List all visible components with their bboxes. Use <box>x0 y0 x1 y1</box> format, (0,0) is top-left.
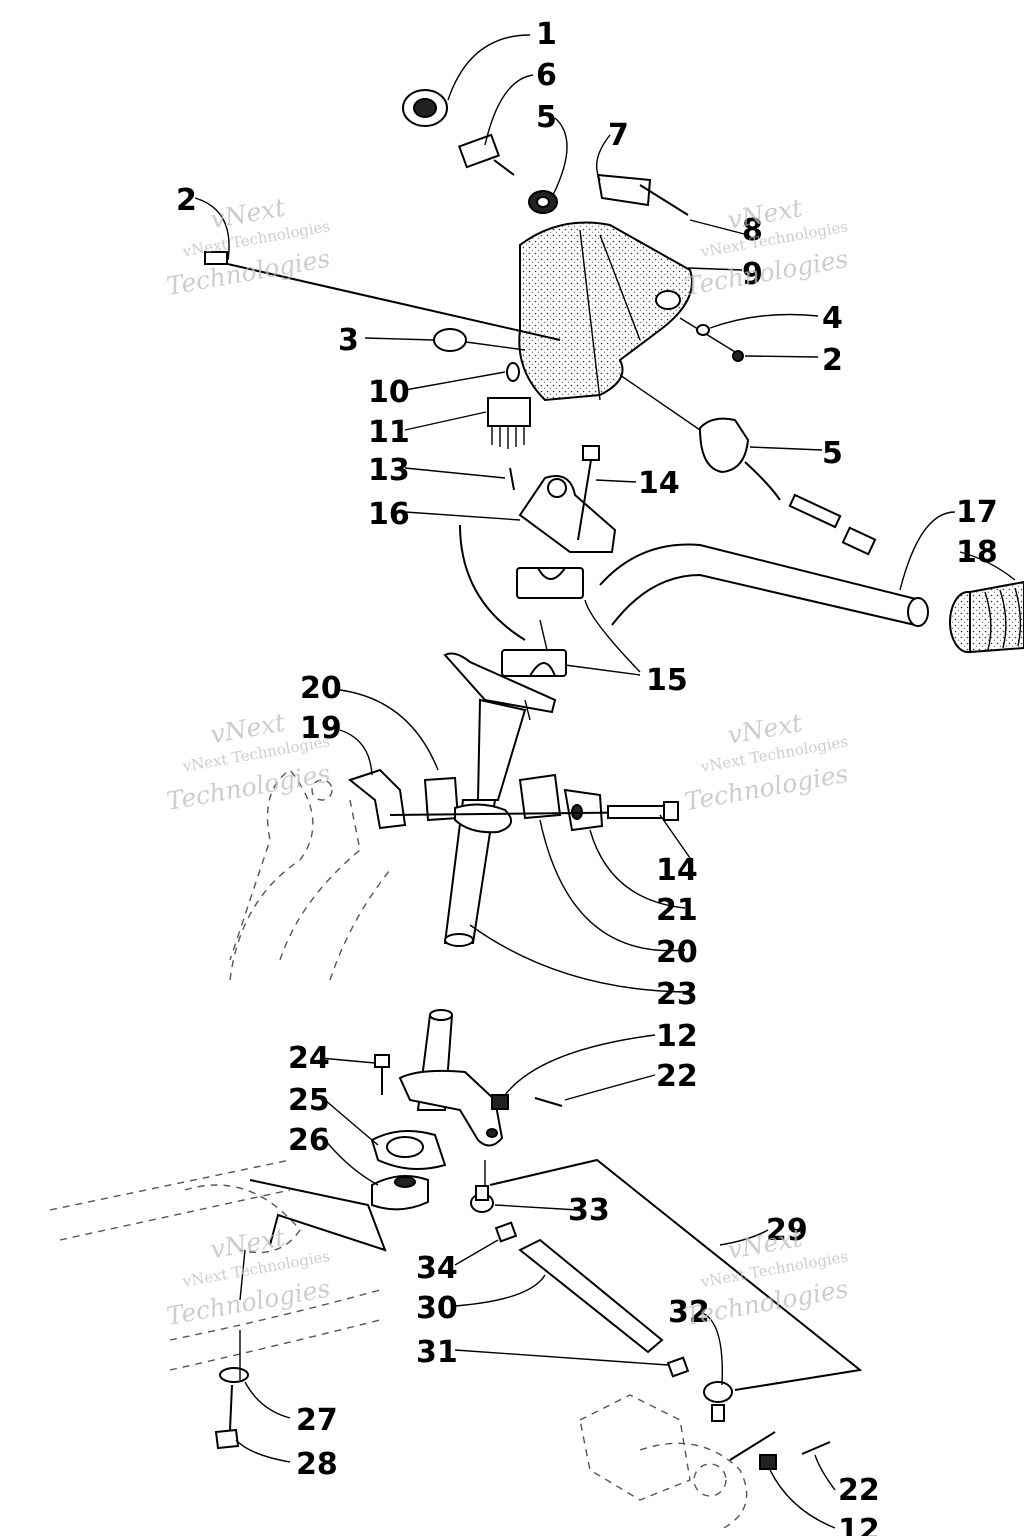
callout-22-lower: 22 <box>838 1473 880 1508</box>
nut-12-spindle <box>729 1431 777 1470</box>
bolt-14-middle <box>389 801 679 821</box>
callout-23: 23 <box>656 977 698 1012</box>
callout-18: 18 <box>956 535 998 570</box>
bushing-20-right <box>518 773 562 820</box>
callout-16: 16 <box>368 497 410 532</box>
callout-12-lower: 12 <box>838 1513 880 1536</box>
callout-26: 26 <box>288 1123 330 1158</box>
tie-rod-end-33 <box>470 1185 494 1213</box>
block-21 <box>563 788 604 832</box>
bolt-24 <box>374 1054 390 1095</box>
clamp-15-upper <box>516 567 584 599</box>
watermark-bottom-left: vNext vNext Technologies Technologies <box>164 1223 332 1331</box>
washer-27 <box>219 1367 249 1383</box>
leader-lines <box>194 34 1016 1529</box>
bolt-14-upper <box>577 445 600 541</box>
callout-30: 30 <box>416 1291 458 1326</box>
callout-27: 27 <box>296 1403 338 1438</box>
callout-2-right: 2 <box>822 343 843 378</box>
jam-nut-34 <box>494 1221 518 1243</box>
watermark-mid-right: vNext vNext Technologies Technologies <box>682 708 850 816</box>
callout-9: 9 <box>742 257 763 292</box>
callout-8: 8 <box>742 213 763 248</box>
watermark-top-right: vNext vNext Technologies Technologies <box>682 193 850 301</box>
callout-34: 34 <box>416 1251 458 1286</box>
callout-7: 7 <box>608 118 629 153</box>
callout-20-lower: 20 <box>656 935 698 970</box>
callout-1: 1 <box>536 17 557 52</box>
bracket-lines <box>249 1179 387 1252</box>
screw-2-right <box>679 317 744 362</box>
callout-11: 11 <box>368 415 410 450</box>
callout-22-upper: 22 <box>656 1059 698 1094</box>
spindle-dashed <box>579 1394 748 1531</box>
console-housing <box>518 221 693 402</box>
callout-14-upper: 14 <box>638 466 680 501</box>
steering-post-upper <box>443 652 557 947</box>
callout-29: 29 <box>766 1213 808 1248</box>
bolt-28 <box>214 1384 240 1450</box>
callout-4: 4 <box>822 301 843 336</box>
callout-6: 6 <box>536 58 557 93</box>
frame-outline-dashed <box>229 769 391 981</box>
bearing-26 <box>371 1175 429 1211</box>
callout-21: 21 <box>656 893 698 928</box>
bracket-29-outline <box>489 1158 863 1391</box>
callout-13: 13 <box>368 453 410 488</box>
pin-13 <box>509 467 515 491</box>
bracket-16 <box>518 475 617 553</box>
jam-nut-31 <box>666 1356 690 1378</box>
tie-rod-end-32 <box>703 1381 733 1422</box>
callout-12-upper: 12 <box>656 1019 698 1054</box>
pin-22-lower <box>534 1097 563 1107</box>
bolt-2-left <box>204 251 561 341</box>
tie-rod-30 <box>518 1238 664 1354</box>
callout-14-middle: 14 <box>656 853 698 888</box>
callout-5-lower: 5 <box>822 436 843 471</box>
callout-numbers: 1 6 5 7 2 8 9 4 2 3 10 11 5 13 14 16 17 … <box>176 17 998 1536</box>
callout-31: 31 <box>416 1335 458 1370</box>
callout-25: 25 <box>288 1083 330 1118</box>
nut-washer-5-upper <box>528 190 558 214</box>
decal-plate-7 <box>596 173 689 216</box>
handlebar-17 <box>459 524 929 641</box>
pin-22-spindle <box>801 1441 831 1455</box>
callout-15: 15 <box>646 663 688 698</box>
nut-12-lower <box>491 1094 509 1110</box>
callout-2-left: 2 <box>176 183 197 218</box>
callout-24: 24 <box>288 1041 330 1076</box>
ignition-bezel <box>402 89 448 127</box>
flange-25 <box>370 1130 447 1170</box>
lower-frame-dashed <box>49 1159 381 1371</box>
block-19 <box>347 768 407 830</box>
clamp-15-lower <box>501 649 567 677</box>
callout-17: 17 <box>956 495 998 530</box>
callout-19: 19 <box>300 711 342 746</box>
callout-32: 32 <box>668 1295 710 1330</box>
callout-3: 3 <box>338 323 359 358</box>
switch-assembly-10-11 <box>487 362 531 449</box>
callout-20-upper: 20 <box>300 671 342 706</box>
plug-3 <box>433 328 526 352</box>
callout-10: 10 <box>368 375 410 410</box>
callout-5-upper: 5 <box>536 100 557 135</box>
callout-28: 28 <box>296 1447 338 1482</box>
ignition-key <box>457 133 515 176</box>
grip-18 <box>949 580 1024 654</box>
steering-column-lower <box>398 1009 504 1147</box>
washer-plate <box>454 803 513 834</box>
kill-switch-5 <box>619 374 877 556</box>
watermark-bottom-right: vNext vNext Technologies Technologies <box>682 1223 850 1331</box>
callout-33: 33 <box>568 1193 610 1228</box>
